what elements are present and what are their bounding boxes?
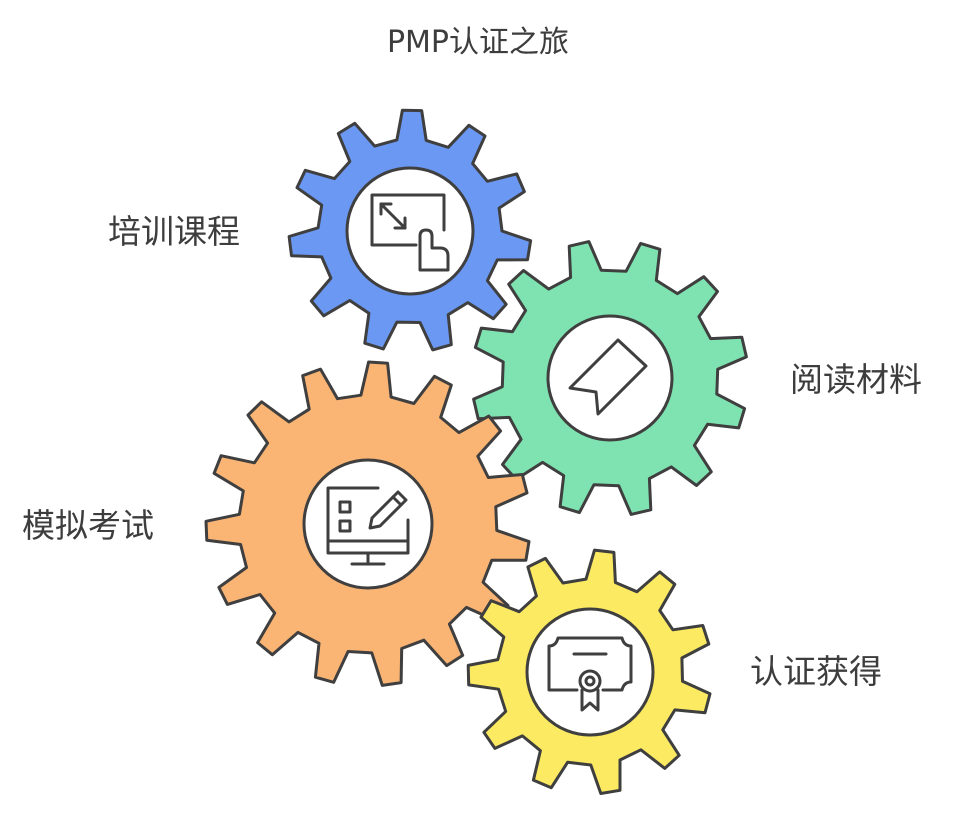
- step-label-cert: 认证获得: [750, 652, 882, 691]
- certificate-ribbon-icon: [547, 636, 633, 712]
- gear-training: [287, 108, 533, 352]
- gear-hub-reading: [546, 314, 674, 442]
- diagram-title: PMP认证之旅: [386, 25, 570, 60]
- gear-hub-mock: [302, 458, 434, 590]
- bookmark-icon: [568, 338, 648, 416]
- step-label-mock: 模拟考试: [22, 506, 154, 545]
- step-label-training: 培训课程: [108, 212, 240, 251]
- gear-hub-training: [345, 166, 475, 296]
- resize-touch-icon: [370, 193, 450, 272]
- monitor-checklist-edit-icon: [326, 486, 410, 566]
- gear-reading: [472, 240, 748, 516]
- step-label-reading: 阅读材料: [790, 360, 922, 399]
- gear-mock: [204, 360, 531, 687]
- gear-cert: [466, 548, 712, 795]
